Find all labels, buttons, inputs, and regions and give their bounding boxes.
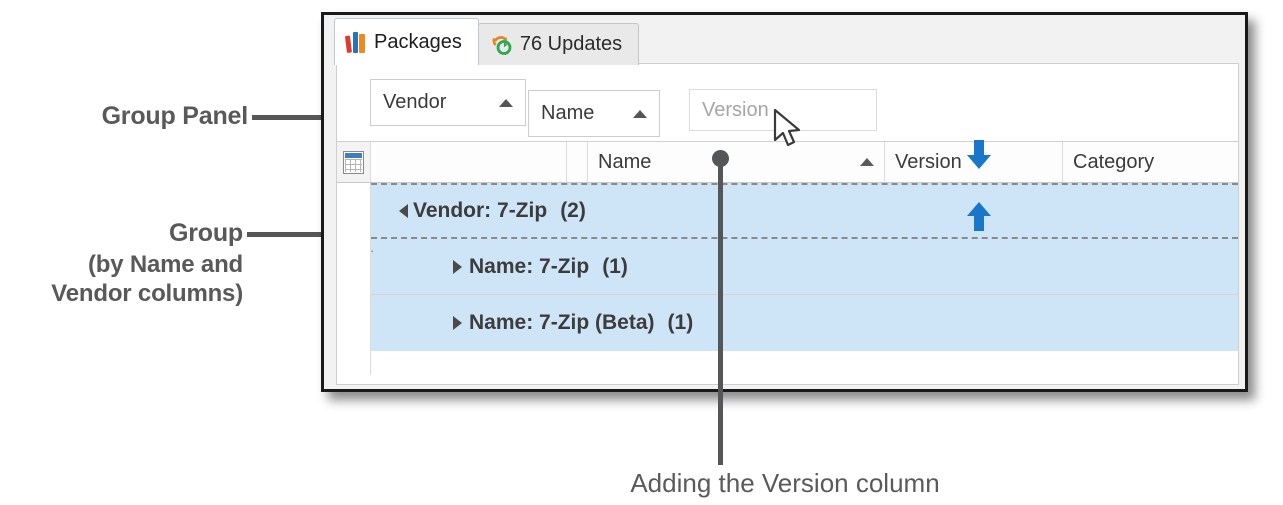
column-header-blank-2[interactable] [567,142,588,182]
group-chip-version-label: Version [702,98,769,121]
column-header-version-label: Version [895,150,962,173]
annotation-group-label: Group [169,219,243,247]
arrow-down-icon [965,140,993,170]
leader-dot-version-column [712,150,729,167]
tab-updates-label: 76 Updates [519,33,623,55]
select-all-indicator-cell[interactable] [337,142,371,182]
books-icon [344,31,366,53]
group-row-name-2[interactable]: Name: 7-Zip (Beta) (1) [337,295,1238,351]
group-row-name-1[interactable]: Name: 7-Zip (1) [337,239,1238,295]
leader-line-version-column [718,157,723,465]
column-header-category-label: Category [1073,150,1155,173]
group-chip-name-label: Name [541,102,595,124]
grid-empty-area [337,351,1238,375]
tab-packages-label: Packages [374,30,462,53]
caption-adding-version-column: Adding the Version column [630,468,940,498]
group-row-content: Name: 7-Zip (Beta) (1) [371,295,1238,351]
sort-ascending-icon[interactable] [633,109,647,118]
grid-table-icon [343,150,364,174]
row-gutter [337,183,371,239]
group-chip-vendor[interactable]: Vendor [370,79,526,126]
expand-triangle-icon[interactable] [453,316,462,330]
grid-body: Vendor: 7-Zip (2) Name: 7-Zip (1) [337,183,1238,384]
group-row-vendor-label: Vendor: 7-Zip [413,199,548,222]
leader-line-group-panel [252,115,352,120]
tab-updates[interactable]: 76 Updates [477,23,640,65]
group-row-content: Name: 7-Zip (1) [371,239,1238,295]
group-row-name-2-count: (1) [667,311,694,334]
sort-ascending-icon[interactable] [499,98,513,107]
group-row-name-1-label: Name: 7-Zip [469,254,590,278]
group-row-marker-tick: · [370,243,375,258]
row-gutter [337,351,371,375]
data-grid: Name Version Category [337,142,1238,384]
collapse-triangle-icon[interactable] [399,204,408,218]
group-row-content: Vendor: 7-Zip (2) [371,183,1238,239]
empty-row-content [371,351,1238,375]
row-gutter [337,295,371,351]
group-row-vendor[interactable]: Vendor: 7-Zip (2) [337,183,1238,239]
group-row-name-2-label: Name: 7-Zip (Beta) [469,311,655,334]
leader-line-group [247,232,367,237]
column-header-category[interactable]: Category [1063,142,1238,182]
expand-triangle-icon[interactable] [453,259,462,274]
refresh-icon [491,34,512,55]
row-gutter [337,239,371,295]
group-chip-vendor-label: Vendor [383,91,447,113]
annotation-group-panel-label: Group Panel [101,102,249,130]
column-header-name[interactable]: Name [588,142,885,182]
group-row-vendor-count: (2) [560,199,586,222]
content-panel: Vendor Name Version [336,63,1239,385]
application-window: Packages 76 Updates [321,12,1248,392]
window-client-area: Packages 76 Updates [324,15,1245,389]
arrow-up-icon [965,201,993,231]
mouse-cursor-icon [772,108,806,157]
sort-ascending-icon [860,158,874,166]
column-header-blank-1[interactable] [371,142,567,182]
tab-strip: Packages 76 Updates [334,18,640,65]
group-chip-name[interactable]: Name [528,90,660,137]
group-panel[interactable]: Vendor Name Version [337,64,1238,231]
group-row-name-1-count: (1) [602,254,628,278]
column-header-name-label: Name [598,150,652,173]
tab-packages[interactable]: Packages [334,18,479,65]
